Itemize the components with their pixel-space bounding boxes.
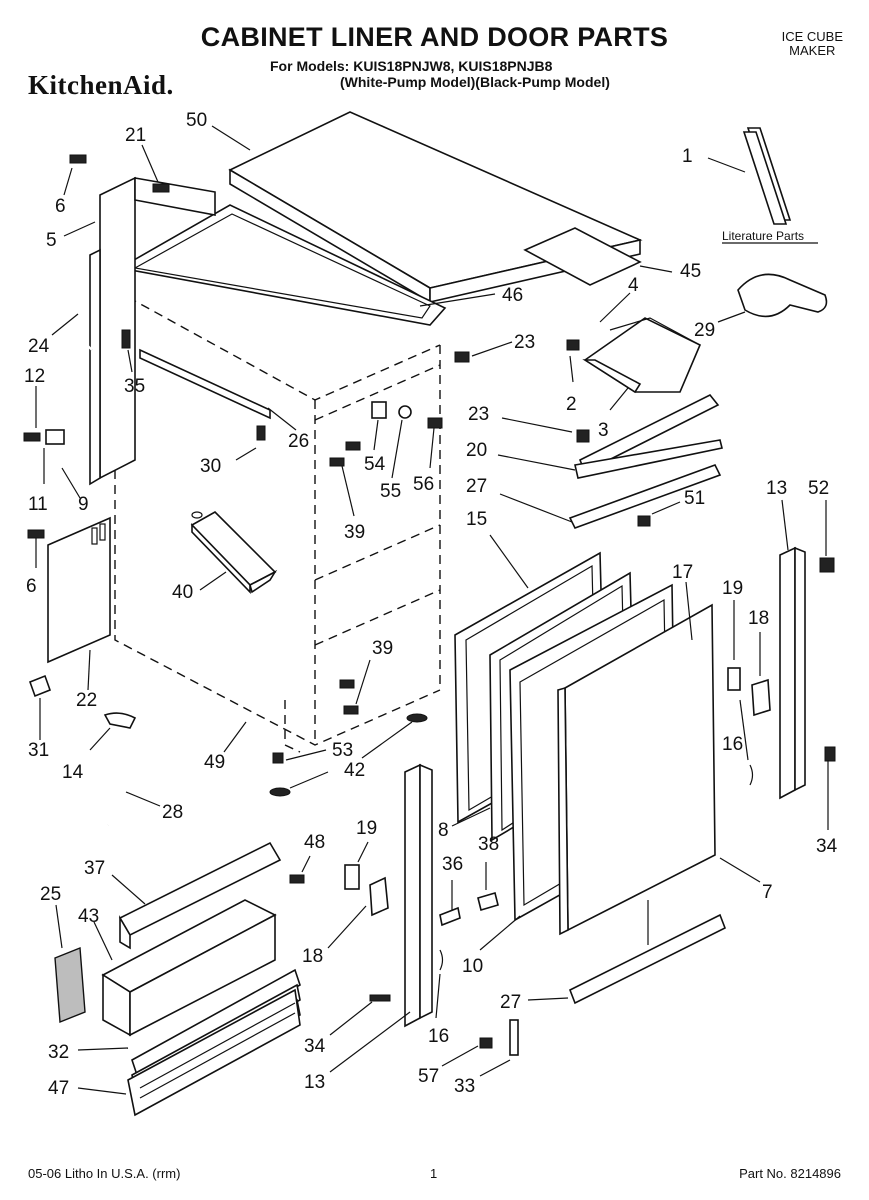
callout-13-right: 13	[766, 478, 787, 499]
callout-8: 8	[438, 820, 449, 841]
callout-30: 30	[200, 456, 221, 477]
insulation-pad-part	[523, 227, 642, 286]
model-numbers: For Models: KUIS18PNJW8, KUIS18PNJB8	[270, 58, 553, 74]
callout-13-left: 13	[304, 1072, 325, 1093]
callout-leaders	[35, 125, 829, 1095]
callout-39-upper: 39	[344, 522, 365, 543]
callout-32: 32	[48, 1042, 69, 1063]
callout-23-top: 23	[514, 332, 535, 353]
callout-56: 56	[413, 474, 434, 495]
literature-part: Literature Parts	[722, 127, 818, 244]
page-title: CABINET LINER AND DOOR PARTS	[200, 22, 669, 52]
callout-19-right: 19	[722, 578, 743, 599]
callout-23-mid: 23	[468, 404, 489, 425]
callout-36: 36	[442, 854, 463, 875]
drain-pan-part	[190, 511, 278, 594]
callout-50: 50	[186, 110, 207, 131]
callout-52: 52	[808, 478, 829, 499]
hinge-bar-right-part	[779, 546, 806, 800]
callout-3: 3	[598, 420, 609, 441]
callout-18-right: 18	[748, 608, 769, 629]
hinge-bar-left-part	[404, 763, 433, 1028]
product-category: ICE CUBE MAKER	[782, 30, 843, 58]
callout-11: 11	[28, 494, 48, 515]
door-panel-outer-part	[557, 603, 716, 945]
callout-27-lower: 27	[500, 992, 521, 1013]
callout-33: 33	[454, 1076, 475, 1097]
callout-46: 46	[502, 285, 523, 306]
top-gasket-part	[117, 204, 447, 326]
callout-1: 1	[682, 146, 693, 167]
grille-part	[127, 988, 301, 1117]
callout-39-lower: 39	[372, 638, 393, 659]
fill-tube-part	[45, 338, 93, 445]
callout-42: 42	[344, 760, 365, 781]
callout-53: 53	[332, 740, 353, 761]
category-line-2: MAKER	[789, 43, 836, 58]
callout-6: 6	[55, 196, 66, 217]
callout-26: 26	[288, 431, 309, 452]
callout-51: 51	[684, 488, 705, 509]
cabinet-liner-part	[114, 289, 441, 753]
callout-10: 10	[462, 956, 483, 977]
callout-24: 24	[28, 336, 50, 357]
page-number: 1	[430, 1166, 438, 1181]
brand-logo: KitchenAid.	[28, 70, 174, 100]
callout-29: 29	[694, 320, 715, 341]
callout-31: 31	[28, 740, 49, 761]
callout-20: 20	[466, 440, 487, 461]
callout-43: 43	[78, 906, 99, 927]
side-panel-lower-part	[47, 516, 111, 664]
callout-18-left: 18	[302, 946, 323, 967]
category-line-1: ICE CUBE	[781, 29, 843, 44]
callout-55: 55	[380, 481, 401, 502]
callout-4: 4	[628, 275, 639, 296]
callout-12: 12	[24, 366, 45, 387]
callout-57: 57	[418, 1066, 439, 1087]
grille-bracket-part	[118, 841, 282, 950]
print-info: 05-06 Litho In U.S.A. (rrm)	[28, 1166, 181, 1181]
screws	[23, 154, 836, 1056]
callout-34-right: 34	[816, 836, 838, 857]
model-list: For Models: KUIS18PNJW8, KUIS18PNJB8 (Wh…	[270, 58, 690, 90]
bottom-rail-part	[568, 464, 722, 529]
callout-38: 38	[478, 834, 499, 855]
ice-scoop-part	[737, 273, 828, 318]
callout-7: 7	[762, 882, 773, 903]
callout-49: 49	[204, 752, 225, 773]
callout-54: 54	[364, 454, 386, 475]
callout-21: 21	[125, 125, 146, 146]
callout-16-left: 16	[428, 1026, 449, 1047]
callout-22: 22	[76, 690, 97, 711]
callout-34-left: 34	[304, 1036, 326, 1057]
callout-27-upper: 27	[466, 476, 487, 497]
callout-17: 17	[672, 562, 693, 583]
callout-6-lower: 6	[26, 576, 37, 597]
door-rail-mount-part	[568, 913, 727, 1005]
callout-45: 45	[680, 261, 701, 282]
callout-14: 14	[62, 762, 84, 783]
ice-bin-part	[582, 317, 702, 394]
callout-25: 25	[40, 884, 61, 905]
callout-labels: 50 21 1 6 5 45 4 46 24 29 23 12 35 2 23 …	[24, 110, 838, 1099]
callout-48: 48	[304, 832, 325, 853]
callout-15: 15	[466, 509, 487, 530]
insulation-pad-small-part	[54, 946, 86, 1024]
callout-28: 28	[162, 802, 183, 823]
model-variants: (White-Pump Model)(Black-Pump Model)	[340, 74, 610, 90]
callout-19-left: 19	[356, 818, 377, 839]
part-number: Part No. 8214896	[739, 1166, 841, 1181]
callout-40: 40	[172, 582, 193, 603]
callout-5: 5	[46, 230, 57, 251]
callout-47: 47	[48, 1078, 69, 1099]
insulation-block-part	[101, 899, 277, 1037]
callout-35: 35	[124, 376, 145, 397]
callout-9: 9	[78, 494, 89, 515]
callout-37: 37	[84, 858, 105, 879]
literature-label: Literature Parts	[722, 229, 804, 243]
callout-2: 2	[566, 394, 577, 415]
bin-rail-part	[574, 393, 723, 479]
callout-16-right: 16	[722, 734, 743, 755]
